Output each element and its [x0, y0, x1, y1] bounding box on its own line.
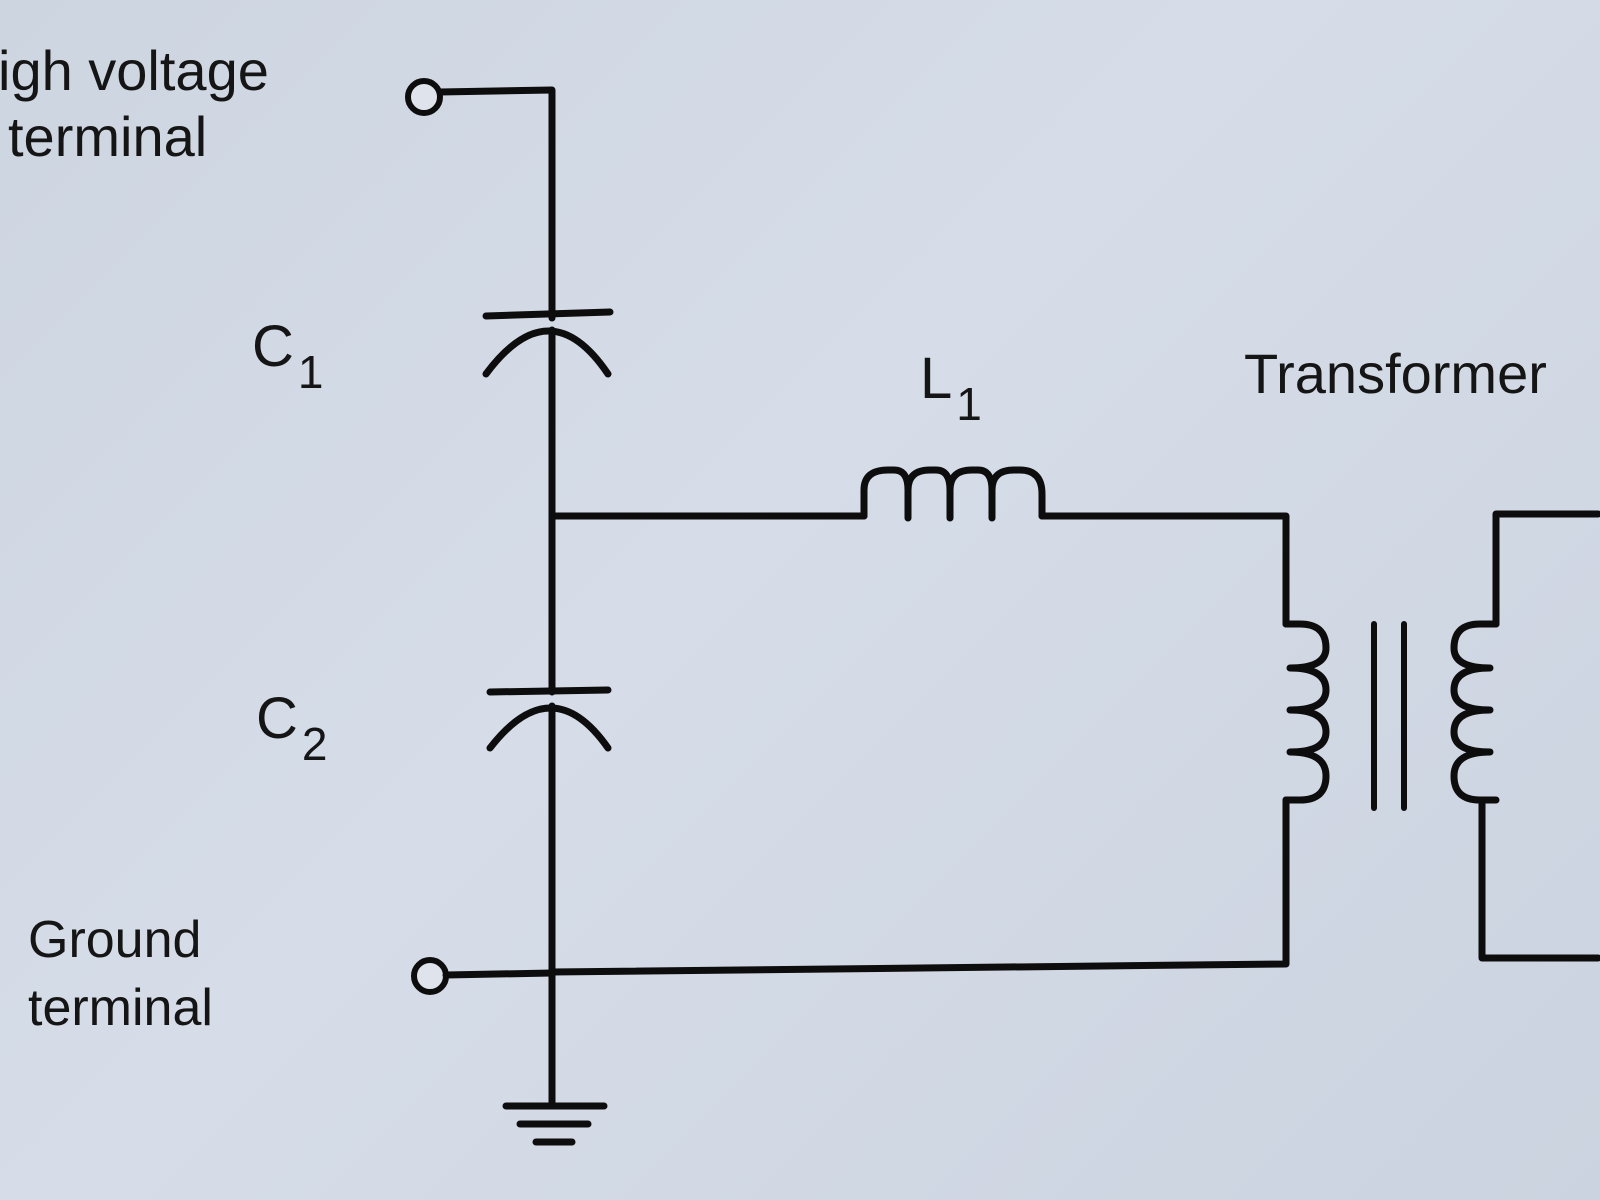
ground-terminal-wire — [442, 969, 556, 979]
ground-label-line1: Ground — [28, 911, 202, 969]
capacitor-c1-plate-flat — [482, 308, 614, 320]
inductor-l1-label: L1 — [920, 350, 982, 428]
ground-terminal-label: Ground terminal — [28, 906, 213, 1042]
c1-label-subscript: 1 — [297, 346, 324, 398]
transformer-secondary-winding — [1450, 620, 1500, 804]
c2-label-main: C — [256, 686, 298, 751]
transformer-label: Transformer — [1244, 342, 1547, 405]
high-voltage-lead-wire — [436, 86, 556, 322]
ground-label-line2: terminal — [28, 979, 213, 1037]
high-voltage-label-line1: igh voltage — [0, 39, 269, 102]
capacitor-c1-symbol — [482, 308, 614, 378]
ground-terminal — [411, 957, 449, 995]
earth-ground-icon — [502, 1102, 608, 1146]
transformer-primary-winding — [1282, 620, 1330, 804]
high-voltage-label-line2: terminal — [8, 105, 208, 168]
high-voltage-terminal-label: igh voltage terminal — [0, 38, 269, 170]
secondary-upper-lead — [1492, 510, 1600, 628]
capacitor-c2-label: C2 — [256, 690, 327, 768]
capacitor-c1-label: C1 — [252, 318, 323, 396]
l1-label-subscript: 1 — [956, 378, 982, 430]
l1-label-main: L — [920, 346, 953, 411]
inductor-to-transformer-wire — [1038, 512, 1290, 628]
high-voltage-terminal — [405, 78, 443, 116]
primary-return-wire — [548, 796, 1290, 976]
capacitor-c2-plate-flat — [486, 686, 612, 696]
c1-label-main: C — [252, 314, 294, 379]
secondary-lower-lead — [1478, 796, 1600, 962]
c2-label-subscript: 2 — [301, 718, 328, 770]
inductor-l1-coil — [860, 466, 1046, 522]
capacitor-c1-plate-curved — [482, 327, 612, 378]
